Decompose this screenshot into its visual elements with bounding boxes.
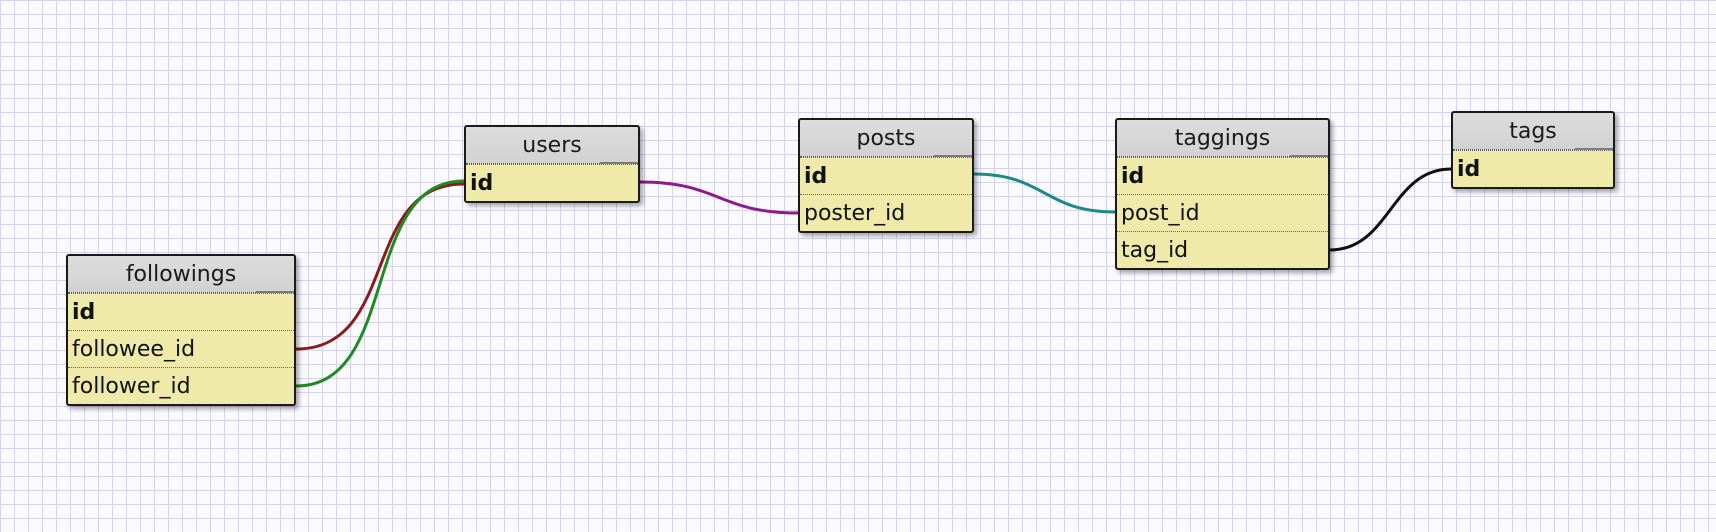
table-title-users: users [466,127,638,164]
column-tags-id[interactable]: id [1453,150,1613,187]
table-taggings[interactable]: taggings id post_id tag_id [1115,118,1330,270]
table-title-posts: posts [800,120,972,157]
connector-tag-to-tags[interactable] [1329,167,1452,252]
column-taggings-id[interactable]: id [1117,157,1328,194]
table-title-followings: followings [68,256,294,293]
connector-poster-to-users[interactable] [639,180,799,215]
column-followings-followee-id[interactable]: followee_id [68,330,294,367]
column-followings-follower-id[interactable]: follower_id [68,367,294,404]
column-posts-id[interactable]: id [800,157,972,194]
column-posts-poster-id[interactable]: poster_id [800,194,972,231]
column-followings-id[interactable]: id [68,293,294,330]
column-taggings-tag-id[interactable]: tag_id [1117,231,1328,268]
connector-post-to-posts[interactable] [973,172,1116,214]
column-taggings-post-id[interactable]: post_id [1117,194,1328,231]
table-followings[interactable]: followings id followee_id follower_id [66,254,296,406]
connector-follower-to-users[interactable] [295,179,465,388]
table-title-tags: tags [1453,113,1613,150]
table-users[interactable]: users id [464,125,640,203]
table-title-taggings: taggings [1117,120,1328,157]
table-posts[interactable]: posts id poster_id [798,118,974,233]
table-tags[interactable]: tags id [1451,111,1615,189]
connector-followee-to-users[interactable] [295,182,465,351]
column-users-id[interactable]: id [466,164,638,201]
